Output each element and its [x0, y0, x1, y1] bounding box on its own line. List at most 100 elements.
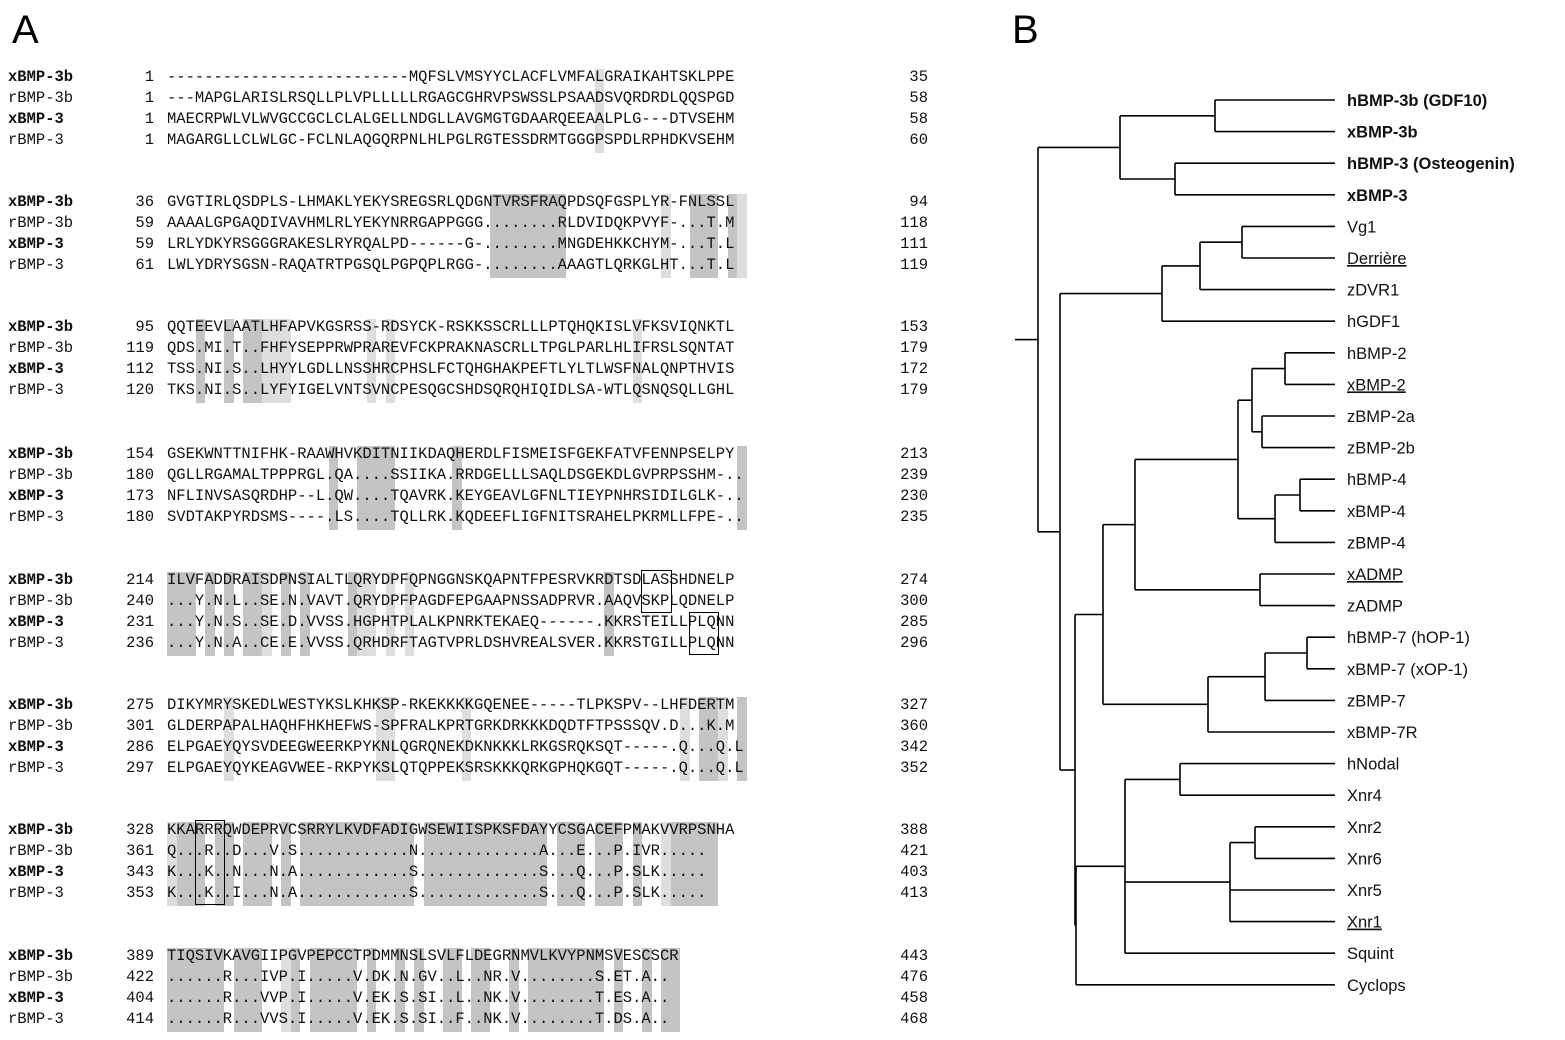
conserved-column-shade — [509, 194, 519, 278]
sequence-end-position: 119 — [900, 255, 928, 274]
conserved-column-shade — [680, 822, 690, 906]
sequence-name: xBMP-3b — [8, 696, 74, 714]
conserved-column-shade — [518, 822, 528, 906]
conserved-column-shade — [224, 822, 234, 906]
conserved-column-shade — [537, 822, 547, 906]
sequence-start-position: 389 — [126, 947, 154, 965]
sequence-residues: MAGARGLLCLWLGC-FCLNLAQGQRPNLHLPGLRGTESSD… — [167, 130, 735, 149]
conserved-column-shade — [319, 822, 329, 906]
conserved-column-shade — [186, 822, 196, 906]
sequence-end-position: 179 — [900, 338, 928, 357]
sequence-start-position: 214 — [126, 571, 154, 589]
sequence-name: rBMP-3 — [8, 758, 64, 777]
conserved-column-shade — [632, 822, 642, 906]
taxon-label: xBMP-3b — [1347, 124, 1418, 142]
conserved-column-shade — [556, 948, 566, 1032]
sequence-name: xBMP-3b — [8, 821, 74, 839]
sequence-residues: KKARRRQWDEPRVCSRRYLKVDFADIGWSEWIISPKSFDA… — [167, 821, 735, 839]
sequence-start-position: 180 — [126, 507, 154, 526]
sequence-start-position: 240 — [126, 591, 154, 610]
sequence-residues: QQTEEVLAATLHFAPVKGSRSS-RDSYCK-RSKKSSCRLL… — [167, 318, 735, 336]
sequence-residues: QDS.MI.T..FHFYSEPPRWPRAREVFCKPRAKNASCRLL… — [167, 338, 735, 357]
conserved-column-shade — [309, 948, 319, 1032]
conserved-column-shade — [186, 948, 196, 1032]
conserved-column-shade — [404, 572, 414, 656]
sequence-name: xBMP-3b — [8, 318, 74, 336]
sequence-residues: ILVFADDRAISDPNSIALTLQRYDPFQPNGGNSKQAPNTF… — [167, 571, 735, 589]
conserved-column-shade — [385, 446, 395, 530]
sequence-residues: ......R...IVP.I.....V.DK.N.GV..L..NR.V..… — [167, 967, 670, 986]
conserved-column-shade — [661, 194, 671, 278]
conserved-column-shade — [528, 948, 538, 1032]
conserved-column-shade — [452, 948, 462, 1032]
sequence-end-position: 230 — [900, 486, 928, 505]
conserved-column-shade — [328, 948, 338, 1032]
sequence-name: xBMP-3 — [8, 737, 64, 756]
sequence-name: xBMP-3 — [8, 109, 64, 128]
conserved-column-shade — [271, 319, 281, 403]
sequence-name: rBMP-3b — [8, 213, 74, 232]
conserved-column-shade — [243, 572, 253, 656]
conserved-column-shade — [357, 446, 367, 530]
sequence-end-position: 413 — [900, 883, 928, 902]
sequence-name: rBMP-3b — [8, 591, 74, 610]
sequence-start-position: 1 — [144, 88, 154, 107]
conserved-column-shade — [613, 948, 623, 1032]
conserved-column-shade — [186, 572, 196, 656]
conserved-column-shade — [252, 822, 262, 906]
conserved-column-shade — [290, 948, 300, 1032]
conserved-column-shade — [319, 948, 329, 1032]
sequence-end-position: 468 — [900, 1009, 928, 1028]
conserved-column-shade — [214, 948, 224, 1032]
sequence-residues: ELPGAEYQYKEAGVWEE-RKPYKSLQTQPPEKSRSKKKQR… — [167, 758, 744, 777]
conserved-column-shade — [366, 822, 376, 906]
sequence-name: xBMP-3b — [8, 445, 74, 463]
sequence-name: rBMP-3b — [8, 88, 74, 107]
sequence-name: xBMP-3b — [8, 947, 74, 965]
conserved-column-shade — [357, 822, 367, 906]
sequence-name: xBMP-3 — [8, 234, 64, 253]
cleavage-site-box — [641, 570, 672, 613]
sequence-name: rBMP-3b — [8, 465, 74, 484]
sequence-end-position: 172 — [900, 359, 928, 378]
conserved-column-shade — [471, 822, 481, 906]
taxon-label: xBMP-2 — [1347, 376, 1406, 394]
conserved-column-shade — [376, 822, 386, 906]
taxon-label: zBMP-2b — [1347, 440, 1415, 458]
conserved-column-shade — [528, 194, 538, 278]
sequence-residues: GLDERPAPALHAQHFHKHEFWS-SPFRALKPRTGRKDRKK… — [167, 716, 735, 735]
conserved-column-shade — [480, 948, 490, 1032]
conserved-column-shade — [300, 572, 310, 656]
conserved-column-shade — [509, 822, 519, 906]
conserved-column-shade — [262, 822, 272, 906]
sequence-start-position: 36 — [135, 193, 154, 211]
sequence-start-position: 231 — [126, 612, 154, 631]
sequence-end-position: 300 — [900, 591, 928, 610]
sequence-start-position: 120 — [126, 380, 154, 399]
conserved-column-shade — [556, 822, 566, 906]
sequence-start-position: 414 — [126, 1009, 154, 1028]
conserved-column-shade — [385, 822, 395, 906]
conserved-column-shade — [528, 822, 538, 906]
taxon-label: Xnr2 — [1347, 819, 1382, 837]
conserved-column-shade — [490, 194, 500, 278]
taxon-label: zDVR1 — [1347, 282, 1399, 300]
conserved-column-shade — [252, 319, 262, 403]
conserved-column-shade — [737, 446, 747, 530]
conserved-column-shade — [566, 948, 576, 1032]
conserved-column-shade — [642, 948, 652, 1032]
conserved-column-shade — [233, 948, 243, 1032]
sequence-residues: LWLYDRYSGSN-RAQATRTPGSQLPGPQPLRGG-......… — [167, 255, 735, 274]
conserved-column-shade — [385, 319, 395, 403]
sequence-end-position: 458 — [900, 988, 928, 1007]
sequence-end-position: 476 — [900, 967, 928, 986]
sequence-residues: SVDTAKPYRDSMS----.LS....TQLLRK.KQDEEFLIG… — [167, 507, 744, 526]
sequence-end-position: 213 — [900, 445, 928, 463]
conserved-column-shade — [338, 948, 348, 1032]
taxon-label: zBMP-2a — [1347, 408, 1416, 426]
